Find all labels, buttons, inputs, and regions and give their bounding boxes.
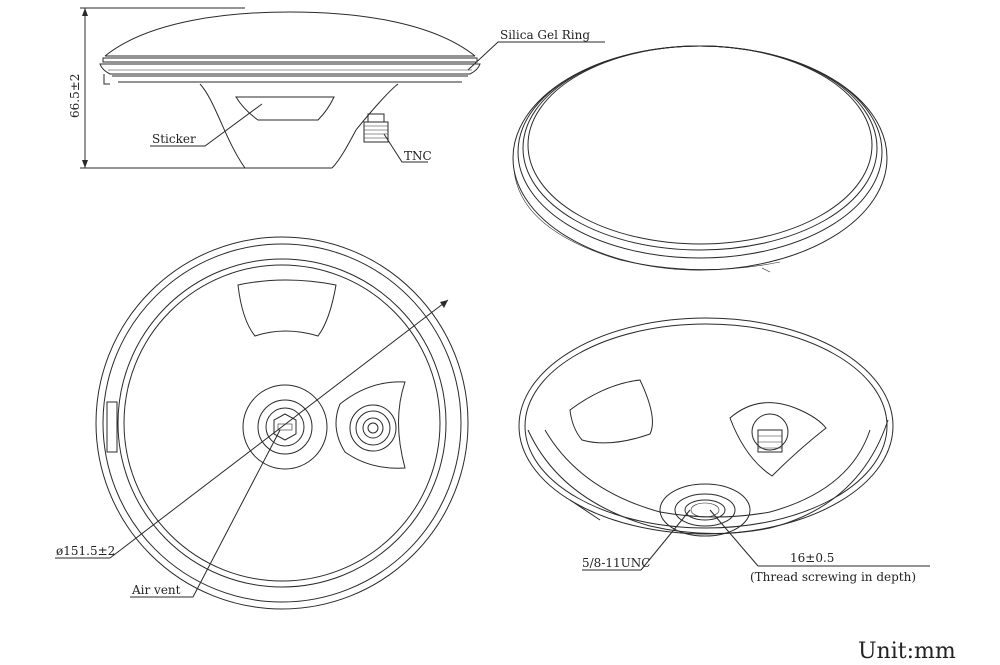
unit-label: Unit:mm: [858, 639, 956, 664]
isometric-top-view: [512, 45, 888, 273]
side-view: [80, 7, 605, 169]
thread-depth-dimension: 16±0.5: [790, 551, 834, 565]
silica-gel-ring-label: Silica Gel Ring: [500, 28, 590, 42]
tnc-connector-side: [363, 113, 389, 143]
thread-spec-label: 5/8-11UNC: [582, 556, 650, 570]
tnc-label: TNC: [404, 149, 432, 163]
diameter-dimension: ø151.5±2: [56, 544, 115, 558]
thread-depth-note: (Thread screwing in depth): [750, 570, 916, 584]
height-dimension: 66.5±2: [68, 74, 82, 118]
bottom-view: [55, 236, 469, 610]
sticker-label: Sticker: [152, 132, 196, 146]
isometric-bottom-view: [518, 317, 930, 571]
air-vent-label: Air vent: [131, 583, 181, 597]
